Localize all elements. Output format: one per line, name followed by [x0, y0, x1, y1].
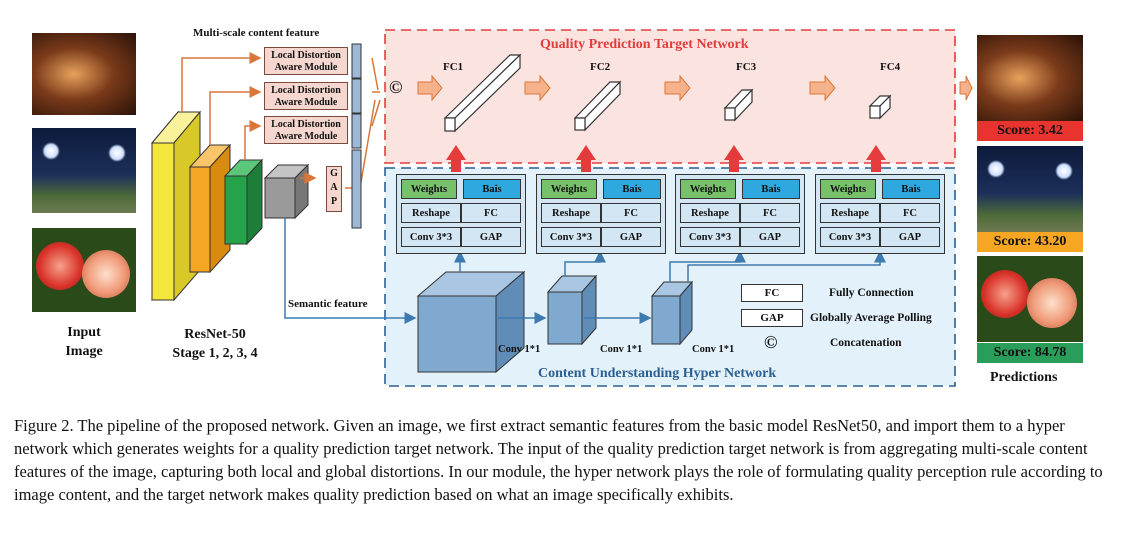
fc1-label: FC1: [443, 61, 464, 73]
weights-cell: Weights: [541, 179, 597, 199]
score-badge-2: Score: 43.20: [977, 232, 1083, 252]
fc3-bar: [723, 88, 754, 122]
gap-cell: GAP: [461, 227, 521, 247]
conv11-label-1: Conv 1*1: [498, 344, 541, 355]
fc2-bar: [573, 80, 622, 132]
bais-cell: Bais: [882, 179, 940, 199]
conv-cell: Conv 3*3: [820, 227, 880, 247]
hyper-network-title: Content Understanding Hyper Network: [538, 366, 777, 381]
reshape-cell: Reshape: [680, 203, 740, 223]
weight-arrows: [446, 145, 886, 172]
target-arrows: [417, 74, 973, 102]
hyper-block-2: Weights Bais Reshape FC Conv 3*3 GAP: [536, 174, 666, 254]
semantic-feature-label: Semantic feature: [288, 298, 368, 310]
legend-gap-text: Globally Average Polling: [810, 312, 932, 324]
output-image-2: [977, 146, 1083, 232]
input-image-1: [32, 33, 136, 115]
bais-cell: Bais: [603, 179, 661, 199]
fc3-label: FC3: [736, 61, 757, 73]
conv11-label-2: Conv 1*1: [600, 344, 643, 355]
hyper-block-4: Weights Bais Reshape FC Conv 3*3 GAP: [815, 174, 945, 254]
resnet-stage-4: [263, 163, 310, 220]
hyper-cube-2: [546, 274, 598, 346]
conv-cell: Conv 3*3: [401, 227, 461, 247]
hyper-cube-3: [650, 280, 694, 346]
input-image-2: [32, 128, 136, 213]
output-image-1: [977, 35, 1083, 121]
legend-fc-text: Fully Connection: [829, 287, 914, 299]
target-network-title: Quality Prediction Target Network: [540, 37, 749, 52]
bais-cell: Bais: [463, 179, 521, 199]
reshape-cell: Reshape: [820, 203, 880, 223]
fc4-bar: [868, 94, 892, 120]
reshape-cell: Reshape: [401, 203, 461, 223]
legend-concat-text: Concatenation: [830, 337, 902, 349]
feature-vectors: [351, 43, 362, 229]
figure-caption: Figure 2. The pipeline of the proposed n…: [14, 416, 1103, 504]
fc-cell: FC: [740, 203, 800, 223]
reshape-cell: Reshape: [541, 203, 601, 223]
conv11-label-3: Conv 1*1: [692, 344, 735, 355]
fc-cell: FC: [461, 203, 521, 223]
fc4-label: FC4: [880, 61, 901, 73]
input-image-3: [32, 228, 136, 312]
predictions-label: Predictions: [990, 370, 1058, 385]
legend-gap-box: GAP: [741, 309, 803, 327]
hyper-block-3: Weights Bais Reshape FC Conv 3*3 GAP: [675, 174, 805, 254]
hyper-cube-1: [416, 270, 526, 374]
output-image-3: [977, 256, 1083, 342]
fc-cell: FC: [601, 203, 661, 223]
weights-cell: Weights: [820, 179, 876, 199]
score-badge-3: Score: 84.78: [977, 343, 1083, 363]
gap-cell: GAP: [740, 227, 800, 247]
concat-symbol: ©: [389, 77, 403, 97]
fc-cell: FC: [880, 203, 940, 223]
gap-cell: GAP: [880, 227, 940, 247]
semantic-path: [284, 218, 886, 324]
legend-concat-symbol: ©: [764, 332, 778, 352]
legend-fc-box: FC: [741, 284, 803, 302]
score-badge-1: Score: 3.42: [977, 121, 1083, 141]
resnet-stage-3: [223, 158, 264, 246]
fc1-bar: [443, 53, 522, 133]
conv-cell: Conv 3*3: [680, 227, 740, 247]
multiscale-label: Multi-scale content feature: [193, 27, 320, 39]
fc2-label: FC2: [590, 61, 611, 73]
weights-cell: Weights: [401, 179, 457, 199]
conv-cell: Conv 3*3: [541, 227, 601, 247]
bais-cell: Bais: [742, 179, 800, 199]
resnet-stage-2: [188, 143, 232, 274]
weights-cell: Weights: [680, 179, 736, 199]
resnet-stage-1: [150, 110, 202, 302]
gap-cell: GAP: [601, 227, 661, 247]
hyper-block-1: Weights Bais Reshape FC Conv 3*3 GAP: [396, 174, 526, 254]
